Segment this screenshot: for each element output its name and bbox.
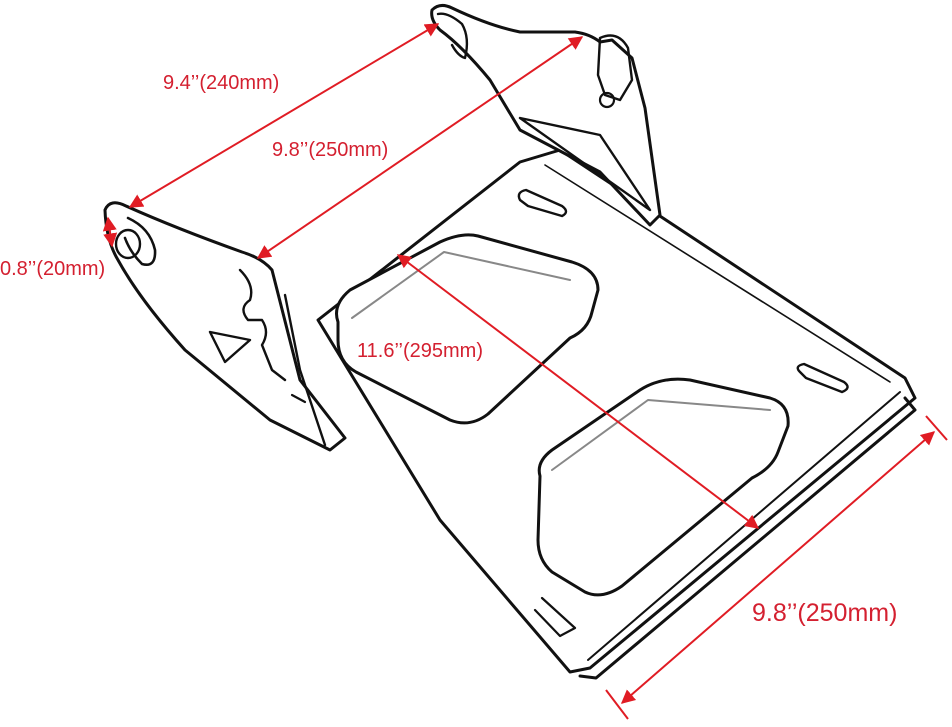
dim-tick-width-end [925,415,948,441]
dim-tick-width-start [605,689,629,720]
dim-line-top-span [128,23,440,208]
label-width: 9.8’’(250mm) [752,599,898,627]
dim-line-width [620,431,936,704]
label-tab-height: 0.8’’(20mm) [0,258,106,280]
dim-line-tab-height [102,216,118,248]
rack-body [103,3,917,680]
dimension-lines [102,23,948,720]
label-length: 11.6’’(295mm) [357,340,483,362]
label-inner-span: 9.8’’(250mm) [272,139,389,161]
label-top-span: 9.4’’(240mm) [163,72,280,94]
dim-line-inner-span [256,36,584,259]
